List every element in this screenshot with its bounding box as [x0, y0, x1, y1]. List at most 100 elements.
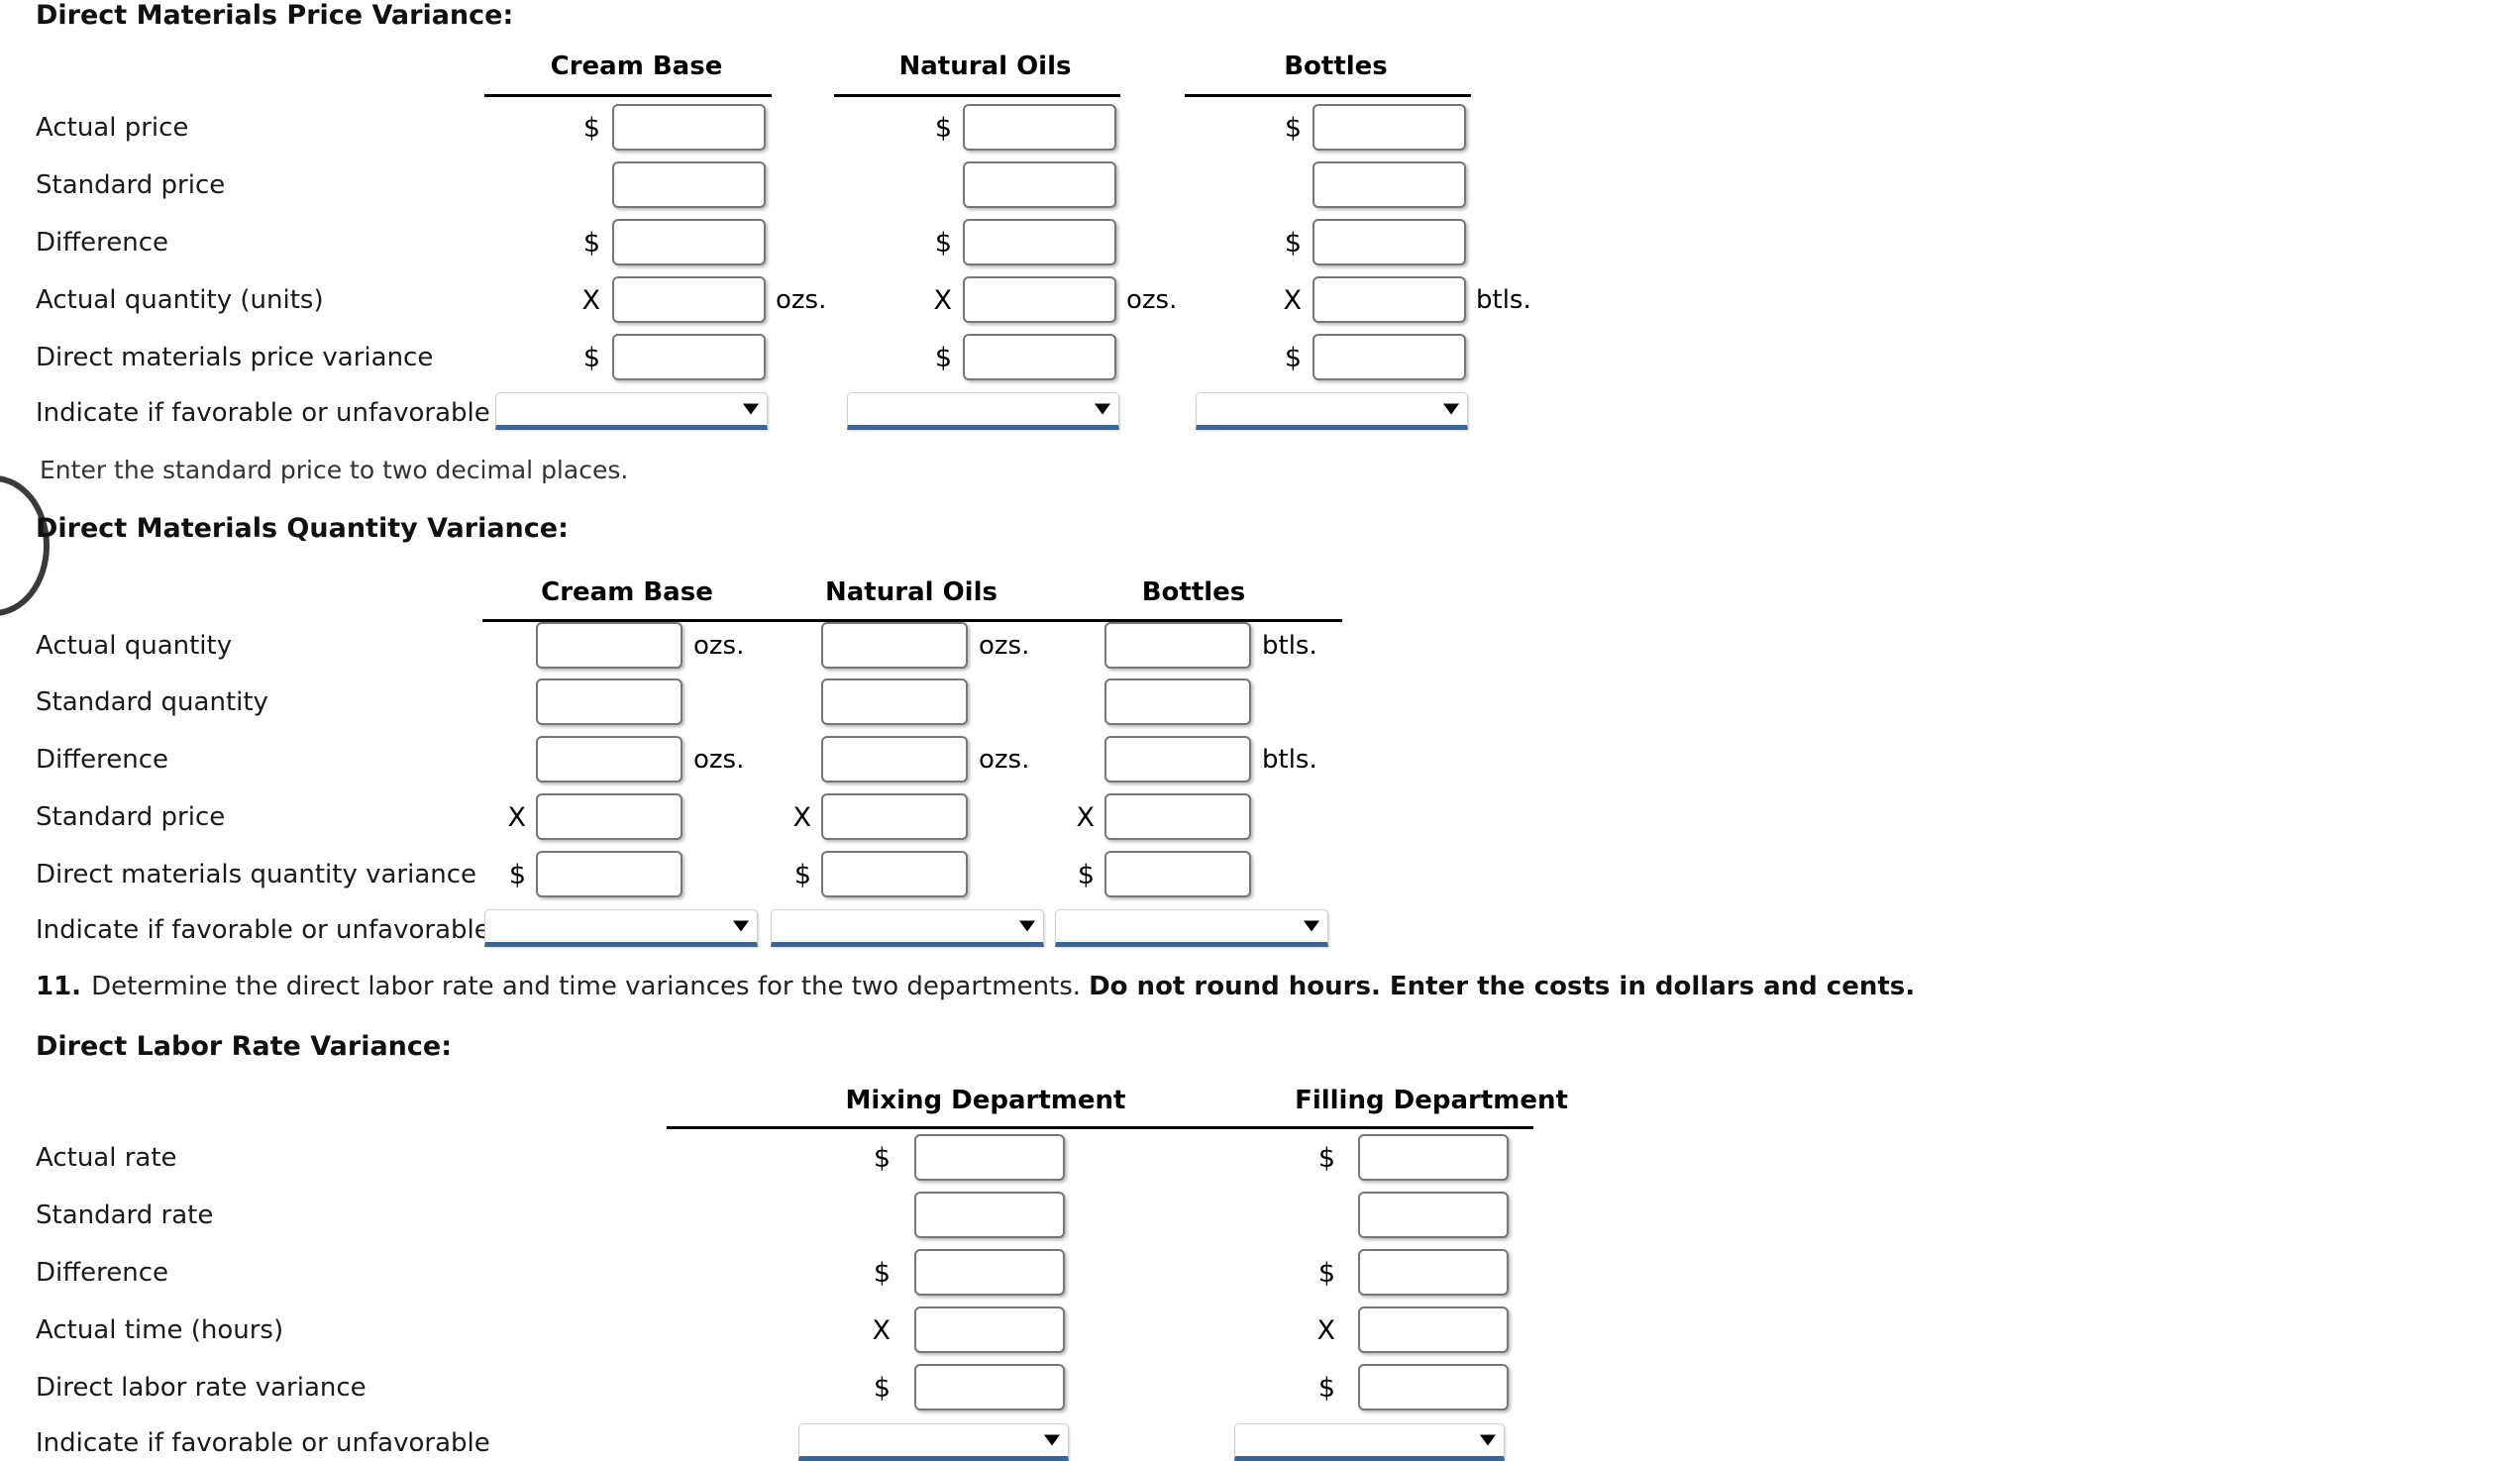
- question-11-line: 11.Determine the direct labor rate and t…: [36, 972, 1915, 1001]
- dm-price-input-actual-price-bottles[interactable]: [1312, 104, 1466, 151]
- dm-price-input-variance-natural-oils[interactable]: [963, 334, 1116, 380]
- dm-price-column-header-bottles: Bottles: [1284, 52, 1388, 81]
- dm-price-input-actual-quantity-natural-oils[interactable]: [963, 276, 1116, 323]
- dm-quantity-suffix-r0c0: ozs.: [693, 631, 745, 661]
- dm-quantity-prefix-r3c1: X: [792, 802, 812, 833]
- annotation-circle-icon: [0, 475, 50, 616]
- standard-price-hint: Enter the standard price to two decimal …: [40, 456, 629, 484]
- dm-quantity-input-standard-quantity-bottles[interactable]: [1104, 678, 1251, 725]
- chevron-down-icon: [1019, 920, 1035, 932]
- dl-rate-select-filling[interactable]: [1234, 1423, 1505, 1461]
- dl-rate-input-actual-time-mixing[interactable]: [914, 1306, 1065, 1353]
- dm-quantity-section-title: Direct Materials Quantity Variance:: [36, 513, 569, 544]
- dl-rate-row-label-standard-rate: Standard rate: [36, 1200, 214, 1230]
- chevron-down-icon: [1443, 403, 1459, 415]
- dm-price-input-standard-price-bottles[interactable]: [1312, 161, 1466, 208]
- dm-quantity-input-standard-quantity-cream-base[interactable]: [536, 678, 682, 725]
- dm-price-prefix-r4c0: $: [582, 343, 600, 373]
- dl-rate-row-label-actual-rate: Actual rate: [36, 1143, 177, 1173]
- dl-rate-input-standard-rate-mixing[interactable]: [914, 1192, 1065, 1238]
- dm-quantity-suffix-r0c2: btls.: [1262, 631, 1317, 661]
- chevron-down-icon: [733, 920, 749, 932]
- chevron-down-icon: [743, 403, 759, 415]
- dl-rate-row-label-actual-time: Actual time (hours): [36, 1315, 284, 1345]
- dm-price-select-bottles[interactable]: [1196, 392, 1468, 430]
- dm-price-prefix-r0c0: $: [582, 113, 600, 144]
- dm-quantity-select-cream-base[interactable]: [484, 909, 758, 947]
- dm-quantity-input-actual-quantity-natural-oils[interactable]: [821, 622, 968, 669]
- dm-quantity-rule: [482, 619, 1342, 622]
- dm-quantity-row-label-actual-quantity: Actual quantity: [36, 631, 233, 661]
- dm-price-input-standard-price-cream-base[interactable]: [612, 161, 766, 208]
- dm-price-input-standard-price-natural-oils[interactable]: [963, 161, 1116, 208]
- chevron-down-icon: [1480, 1434, 1496, 1446]
- chevron-down-icon: [1304, 920, 1319, 932]
- dm-price-row-label-difference: Difference: [36, 228, 169, 258]
- dm-quantity-row-label-standard-price: Standard price: [36, 802, 226, 832]
- dm-quantity-select-natural-oils[interactable]: [771, 909, 1044, 947]
- dm-quantity-suffix-r2c2: btls.: [1262, 745, 1317, 775]
- dm-quantity-input-difference-natural-oils[interactable]: [821, 736, 968, 783]
- dl-rate-input-standard-rate-filling[interactable]: [1358, 1192, 1509, 1238]
- dm-price-prefix-r3c1: X: [933, 285, 953, 316]
- dm-quantity-column-header-cream-base: Cream Base: [541, 577, 713, 607]
- question-11-bold-text: Do not round hours. Enter the costs in d…: [1089, 972, 1916, 1001]
- dm-quantity-input-standard-price-cream-base[interactable]: [536, 793, 682, 840]
- dm-price-rule-col3: [1185, 94, 1471, 97]
- dm-quantity-input-actual-quantity-bottles[interactable]: [1104, 622, 1251, 669]
- dm-price-section-title: Direct Materials Price Variance:: [36, 0, 514, 31]
- dl-rate-prefix-r4c0: $: [873, 1373, 891, 1404]
- dm-price-input-difference-cream-base[interactable]: [612, 219, 766, 265]
- dm-price-prefix-r0c2: $: [1284, 113, 1302, 144]
- dm-price-input-variance-bottles[interactable]: [1312, 334, 1466, 380]
- dm-price-prefix-r4c1: $: [934, 343, 952, 373]
- dl-rate-input-difference-filling[interactable]: [1358, 1249, 1509, 1296]
- dm-quantity-input-difference-cream-base[interactable]: [536, 736, 682, 783]
- dm-quantity-input-actual-quantity-cream-base[interactable]: [536, 622, 682, 669]
- dl-rate-input-actual-rate-mixing[interactable]: [914, 1134, 1065, 1181]
- dl-rate-prefix-r3c1: X: [1316, 1315, 1336, 1346]
- dl-rate-prefix-r3c0: X: [872, 1315, 892, 1346]
- dm-price-select-cream-base[interactable]: [495, 392, 768, 430]
- dm-price-prefix-r2c2: $: [1284, 228, 1302, 259]
- dl-rate-section-title: Direct Labor Rate Variance:: [36, 1031, 453, 1062]
- dl-rate-input-variance-filling[interactable]: [1358, 1364, 1509, 1410]
- dl-rate-select-mixing[interactable]: [798, 1423, 1069, 1461]
- dm-price-row-label-standard-price: Standard price: [36, 170, 226, 200]
- dl-rate-input-actual-time-filling[interactable]: [1358, 1306, 1509, 1353]
- dm-price-input-actual-quantity-bottles[interactable]: [1312, 276, 1466, 323]
- dm-quantity-input-variance-bottles[interactable]: [1104, 851, 1251, 897]
- dl-rate-input-variance-mixing[interactable]: [914, 1364, 1065, 1410]
- dm-price-input-difference-natural-oils[interactable]: [963, 219, 1116, 265]
- dm-price-prefix-r2c0: $: [582, 228, 600, 259]
- dm-price-rule-col1: [484, 94, 772, 97]
- question-11-text: Determine the direct labor rate and time…: [91, 972, 1082, 1001]
- dl-rate-input-actual-rate-filling[interactable]: [1358, 1134, 1509, 1181]
- dm-price-input-actual-quantity-cream-base[interactable]: [612, 276, 766, 323]
- dm-quantity-prefix-r4c1: $: [793, 860, 811, 890]
- dm-quantity-input-difference-bottles[interactable]: [1104, 736, 1251, 783]
- dm-quantity-row-label-difference: Difference: [36, 745, 169, 775]
- dl-rate-prefix-r0c0: $: [873, 1143, 891, 1174]
- dm-quantity-prefix-r4c0: $: [508, 860, 526, 890]
- dm-price-select-natural-oils[interactable]: [847, 392, 1119, 430]
- dm-price-input-variance-cream-base[interactable]: [612, 334, 766, 380]
- dm-price-input-difference-bottles[interactable]: [1312, 219, 1466, 265]
- dm-quantity-input-standard-price-bottles[interactable]: [1104, 793, 1251, 840]
- dm-quantity-prefix-r3c0: X: [507, 802, 527, 833]
- dm-price-input-actual-price-natural-oils[interactable]: [963, 104, 1116, 151]
- dl-rate-row-label-variance: Direct labor rate variance: [36, 1373, 367, 1403]
- dm-price-suffix-r3c1: ozs.: [1126, 285, 1178, 315]
- dm-quantity-input-variance-cream-base[interactable]: [536, 851, 682, 897]
- dm-price-column-header-natural-oils: Natural Oils: [898, 52, 1072, 81]
- dm-quantity-row-label-standard-quantity: Standard quantity: [36, 687, 268, 717]
- dm-quantity-select-bottles[interactable]: [1055, 909, 1328, 947]
- dm-quantity-input-variance-natural-oils[interactable]: [821, 851, 968, 897]
- dm-price-prefix-r3c0: X: [581, 285, 601, 316]
- dm-quantity-input-standard-price-natural-oils[interactable]: [821, 793, 968, 840]
- dm-price-input-actual-price-cream-base[interactable]: [612, 104, 766, 151]
- dm-quantity-prefix-r3c2: X: [1076, 802, 1096, 833]
- dm-quantity-input-standard-quantity-natural-oils[interactable]: [821, 678, 968, 725]
- dl-rate-input-difference-mixing[interactable]: [914, 1249, 1065, 1296]
- dm-quantity-row-label-indicate: Indicate if favorable or unfavorable: [36, 915, 490, 945]
